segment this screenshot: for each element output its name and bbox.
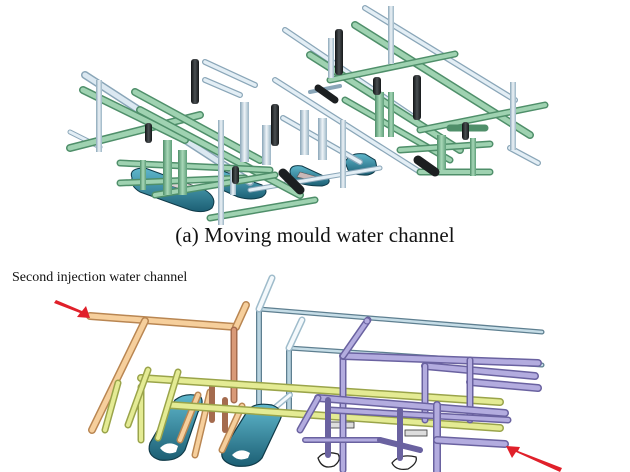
arrow-second-injection — [54, 300, 90, 318]
pipe — [340, 353, 541, 366]
riser — [240, 102, 249, 162]
pipe — [153, 173, 277, 197]
pipe — [257, 276, 274, 311]
pipe — [341, 318, 370, 358]
connector — [335, 29, 343, 75]
pipe — [508, 146, 540, 165]
vertical-risers — [96, 6, 516, 225]
pipe — [377, 437, 423, 453]
second-injection-callout-label: Second injection water channel — [12, 270, 188, 285]
arrow-bottom-right — [506, 446, 562, 472]
connector — [232, 166, 239, 184]
pipe — [89, 318, 148, 433]
pipe — [203, 78, 242, 97]
riser — [510, 82, 516, 150]
pipe — [248, 166, 382, 192]
cavity-opening — [160, 443, 178, 454]
dark-connectors — [145, 29, 469, 195]
pipe — [126, 368, 150, 427]
riser — [388, 6, 394, 64]
cavity-plate — [221, 403, 282, 467]
pipe — [208, 198, 317, 220]
riser — [437, 135, 446, 170]
pipe — [287, 318, 304, 350]
connector — [314, 84, 339, 104]
pipe — [257, 307, 544, 334]
insert-outline — [391, 455, 417, 471]
connector — [413, 75, 421, 120]
connector — [413, 155, 440, 177]
riser — [375, 92, 384, 137]
pipe — [434, 437, 508, 447]
riser — [178, 150, 187, 195]
pipe — [328, 408, 510, 422]
pipe — [298, 396, 320, 432]
riser — [300, 110, 309, 155]
pipe — [103, 381, 120, 432]
yellow-channels — [101, 366, 504, 444]
riser — [470, 138, 476, 176]
pipe — [87, 313, 239, 330]
connector — [271, 104, 279, 146]
panel-a-caption: (a) Moving mould water channel — [175, 223, 455, 247]
riser — [140, 160, 146, 190]
connector — [191, 59, 199, 104]
connector — [278, 168, 305, 195]
riser — [262, 125, 271, 165]
pipe — [203, 60, 257, 87]
pipe-cap — [363, 317, 371, 325]
riser — [218, 120, 224, 225]
pipe — [328, 52, 457, 82]
pipe — [315, 395, 508, 416]
riser — [328, 38, 334, 78]
pipe — [156, 370, 180, 440]
insert-hatch — [404, 429, 428, 437]
pipe — [467, 379, 541, 391]
pipe — [233, 302, 249, 330]
pipe — [422, 363, 538, 379]
moving-mould-water-channel-illustration — [66, 5, 549, 225]
cavity-opening — [232, 450, 250, 460]
connector — [373, 77, 381, 95]
pipe — [193, 390, 212, 457]
riser — [340, 120, 346, 188]
riser — [318, 118, 327, 160]
pipe — [178, 393, 200, 442]
pipe — [418, 103, 547, 132]
callout-arrows — [54, 300, 562, 472]
pipe — [138, 375, 503, 405]
riser — [96, 80, 102, 152]
pipe — [132, 89, 263, 163]
pipe — [167, 402, 503, 431]
purple-channels — [296, 316, 542, 472]
connector — [462, 122, 469, 140]
orange-channels — [86, 301, 250, 459]
pipe — [67, 112, 203, 151]
riser — [163, 140, 172, 195]
riser — [388, 92, 394, 137]
pipe — [273, 78, 422, 174]
connector — [145, 123, 152, 143]
second-injection-water-channel-illustration — [54, 274, 562, 472]
